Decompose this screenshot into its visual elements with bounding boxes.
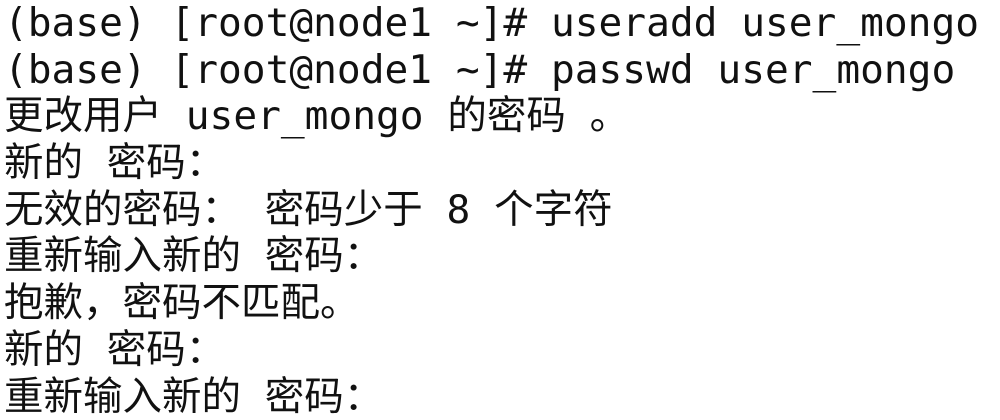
terminal-line-output: 更改用户 user_mongo 的密码 。	[4, 93, 630, 140]
terminal-line-error: 无效的密码： 密码少于 8 个字符	[4, 186, 613, 233]
terminal-line-prompt: 重新输入新的 密码：	[4, 373, 384, 420]
terminal-line-error: 抱歉，密码不匹配。	[4, 280, 360, 327]
terminal-line-command-useradd: (base) [root@node1 ~]# useradd user_mong…	[4, 0, 980, 46]
terminal-line-prompt: 新的 密码：	[4, 140, 226, 187]
terminal-line-command-passwd: (base) [root@node1 ~]# passwd user_mongo	[4, 46, 956, 93]
terminal-line-prompt: 新的 密码：	[4, 326, 226, 373]
terminal-line-prompt: 重新输入新的 密码：	[4, 233, 384, 280]
